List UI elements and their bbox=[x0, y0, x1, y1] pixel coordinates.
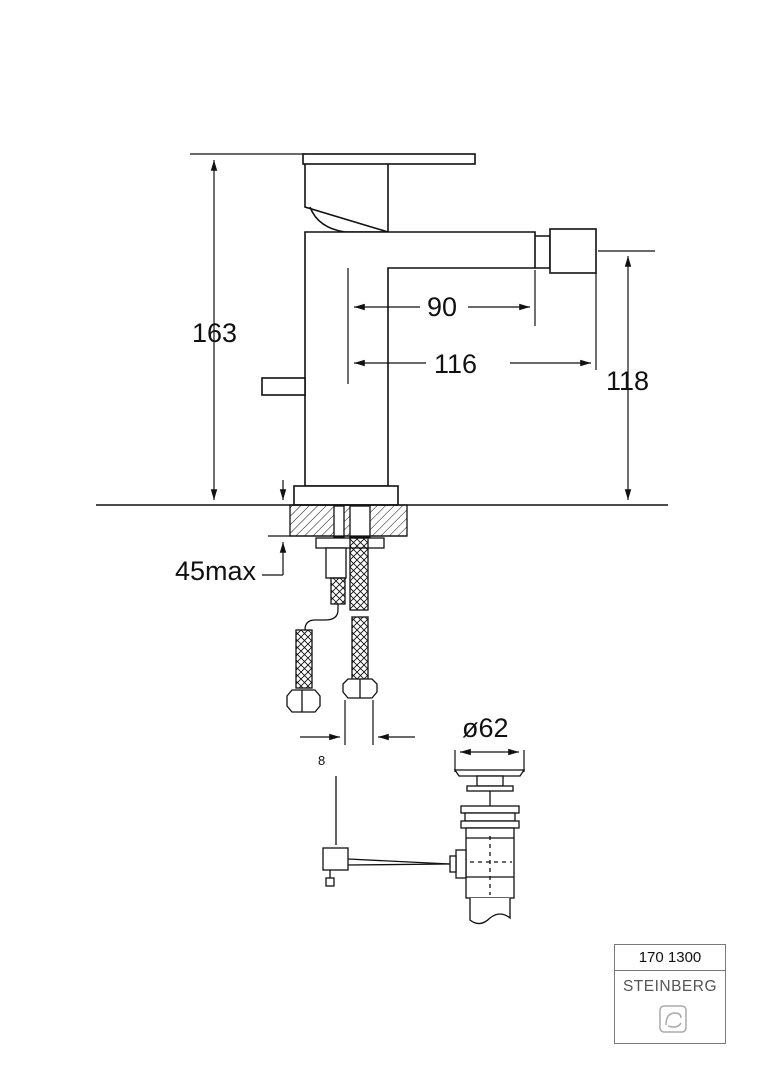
dim-spout-reach-inner: 90 bbox=[427, 292, 457, 322]
steinberg-logo-icon bbox=[659, 1005, 687, 1033]
popup-rod bbox=[261, 377, 306, 396]
article-number: 170 1300 bbox=[615, 945, 725, 971]
dim-overall-height: 163 bbox=[192, 318, 237, 348]
lever-handle bbox=[302, 153, 476, 165]
base-flange bbox=[293, 485, 399, 506]
body-column bbox=[304, 231, 536, 487]
lever-stem bbox=[304, 164, 389, 234]
deck-section bbox=[289, 504, 408, 538]
dim-deck-thickness: 45max bbox=[175, 556, 257, 586]
mixer-body bbox=[261, 153, 597, 506]
brand-name: STEINBERG bbox=[622, 978, 718, 995]
dim-hose-offset: 8 bbox=[318, 753, 325, 768]
title-block: 170 1300 STEINBERG bbox=[614, 944, 726, 1044]
connection-hoses bbox=[286, 537, 385, 713]
dim-spout-height: 118 bbox=[606, 366, 649, 396]
spout-nozzle bbox=[535, 235, 551, 269]
dim-spout-reach-outer: 116 bbox=[434, 349, 477, 379]
dimension-lines bbox=[190, 153, 655, 772]
dim-waste-diameter: ø62 bbox=[462, 713, 509, 743]
popup-waste bbox=[322, 769, 526, 925]
